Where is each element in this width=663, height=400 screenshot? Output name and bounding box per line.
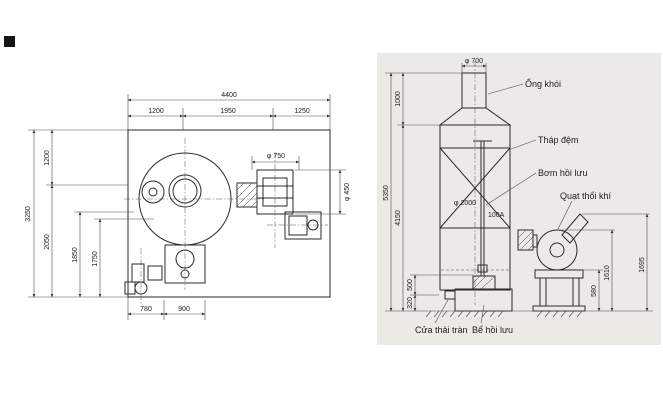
label-reflux-tank: Bể hồi lưu: [472, 325, 513, 335]
elevation-dimension-labels: φ 700 5350 1000 4150 500 320 φ 2000 100A…: [383, 58, 646, 309]
dimension-lines: [32, 98, 342, 316]
side-equipment-plan: [124, 169, 322, 295]
dim-pipe-size: 100A: [488, 212, 505, 219]
recirculation-pipe: [473, 140, 492, 276]
label-packed-tower: Tháp đệm: [538, 135, 579, 145]
dim-side-b: 2050: [44, 234, 51, 250]
dim-duct-height: 1695: [639, 257, 646, 273]
dim-tower-height: 4150: [395, 210, 402, 226]
dim-dia-outlet: φ 450: [344, 183, 351, 201]
label-overflow: Cửa thải tràn: [415, 325, 468, 335]
pump-and-tank: [444, 275, 513, 312]
ground-line: [385, 310, 653, 318]
fan-inlet-hatch: [517, 229, 534, 251]
blower-fan: [517, 213, 589, 312]
pump-hatch: [472, 275, 495, 290]
dim-base-height: 580: [591, 285, 598, 297]
dim-chimney-dia: φ 700: [465, 58, 483, 65]
dim-seg-b: 1950: [220, 108, 236, 115]
dim-fan-height: 1610: [604, 265, 611, 281]
elevation-extension-lines: [385, 63, 650, 296]
elevation-labels: Ống khói Tháp đệm Bơm hồi lưu Quạt thổi …: [415, 78, 612, 335]
plan-dimension-labels: 4400 1200 1950 1250 3250 1200 2050 1850 …: [25, 92, 351, 313]
dim-tank-b: 320: [407, 297, 414, 309]
dim-base-b: 900: [178, 306, 190, 313]
label-reflux-pump: Bơm hồi lưu: [538, 168, 587, 178]
dim-base-a: 780: [140, 306, 152, 313]
dim-overall-width: 4400: [221, 92, 237, 99]
scan-artifact-mark: [4, 36, 15, 47]
tank-plan-outline: [127, 129, 331, 298]
label-leader-lines: [434, 83, 573, 324]
elevation-view-drawing: Ống khói Tháp đệm Bơm hồi lưu Quạt thổi …: [383, 58, 653, 335]
dim-chimney-height: 1000: [395, 91, 402, 107]
scrubber-tower: [438, 72, 512, 291]
dim-seg-c: 1250: [294, 108, 310, 115]
center-lines: [124, 138, 328, 304]
label-air-fan: Quạt thổi khí: [560, 191, 612, 201]
elevation-panel: Ống khói Tháp đệm Bơm hồi lưu Quạt thổi …: [377, 53, 661, 345]
hatch-lines: [236, 182, 258, 208]
dim-tank-a: 500: [407, 279, 414, 291]
dim-tower-dia: φ 2000: [454, 200, 476, 207]
dim-seg-a: 1200: [148, 108, 164, 115]
dim-side-total: 3250: [25, 206, 32, 222]
dim-side-a: 1200: [44, 150, 51, 166]
dim-total-height: 5350: [383, 185, 390, 201]
dim-inner-b: 1750: [92, 251, 99, 267]
dim-dia-flange: φ 750: [267, 153, 285, 160]
plan-view-drawing: 4400 1200 1950 1250 3250 1200 2050 1850 …: [25, 92, 351, 320]
dim-inner-a: 1850: [72, 247, 79, 263]
label-chimney: Ống khói: [525, 78, 561, 89]
elevation-dimension-lines: [389, 64, 649, 312]
